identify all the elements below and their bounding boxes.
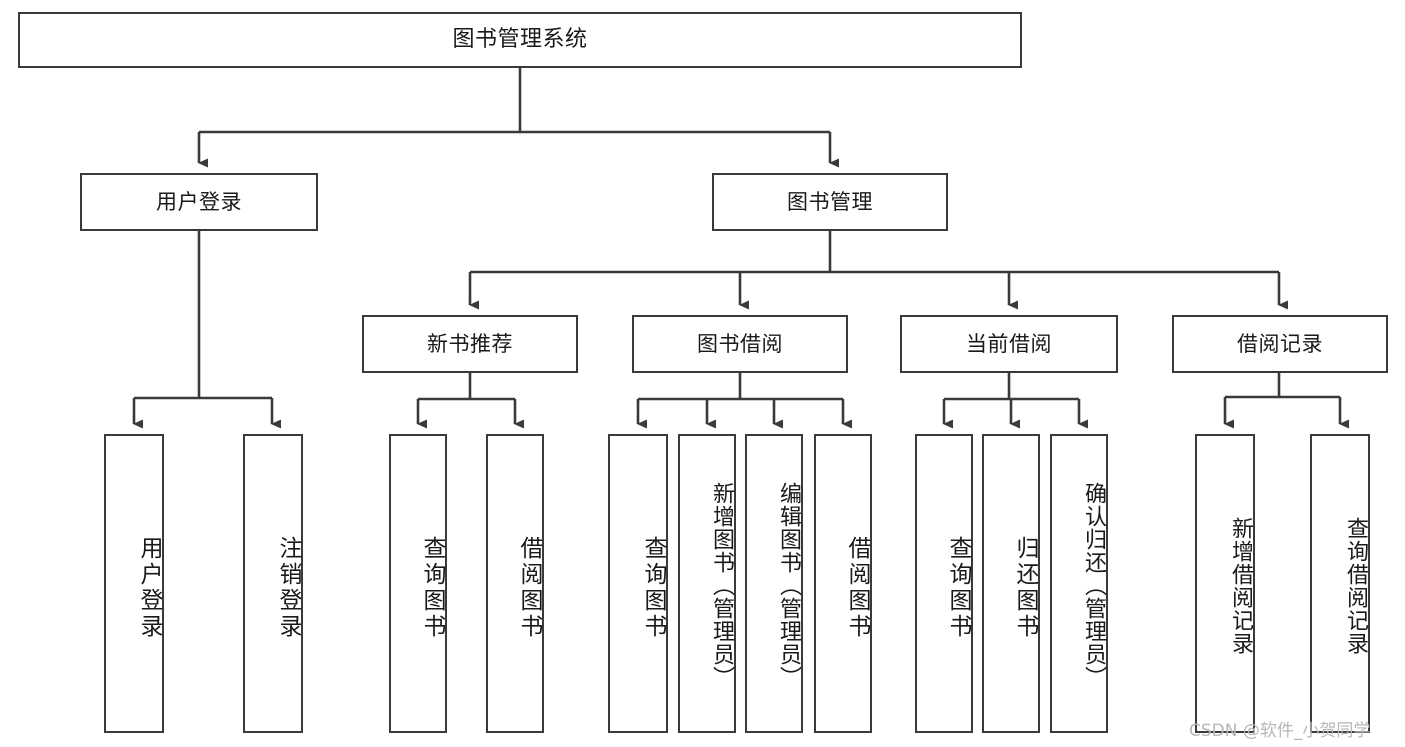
leaf-new-book-query[interactable]: 查询图书 [389, 434, 447, 733]
node-book-borrow[interactable]: 图书借阅 [632, 315, 848, 373]
node-book-management[interactable]: 图书管理 [712, 173, 948, 231]
node-new-book-recommend[interactable]: 新书推荐 [362, 315, 578, 373]
leaf-book-borrow-edit-admin[interactable]: 编辑图书（管理员） [745, 434, 803, 733]
leaf-book-borrow-query[interactable]: 查询图书 [608, 434, 668, 733]
node-borrow-record[interactable]: 借阅记录 [1172, 315, 1388, 373]
leaf-user-login-signin[interactable]: 用户登录 [104, 434, 164, 733]
leaf-current-borrow-return[interactable]: 归还图书 [982, 434, 1040, 733]
leaf-current-borrow-confirm-admin[interactable]: 确认归还（管理员） [1050, 434, 1108, 733]
leaf-user-login-signout[interactable]: 注销登录 [243, 434, 303, 733]
leaf-new-book-borrow[interactable]: 借阅图书 [486, 434, 544, 733]
leaf-borrow-record-add[interactable]: 新增借阅记录 [1195, 434, 1255, 733]
leaf-current-borrow-query[interactable]: 查询图书 [915, 434, 973, 733]
leaf-borrow-record-query[interactable]: 查询借阅记录 [1310, 434, 1370, 733]
node-root-system[interactable]: 图书管理系统 [18, 12, 1022, 68]
leaf-book-borrow-add-admin[interactable]: 新增图书（管理员） [678, 434, 736, 733]
node-user-login[interactable]: 用户登录 [80, 173, 318, 231]
node-current-borrow[interactable]: 当前借阅 [900, 315, 1118, 373]
csdn-watermark: CSDN @软件_小贺同学 [1189, 721, 1371, 741]
leaf-book-borrow-borrow[interactable]: 借阅图书 [814, 434, 872, 733]
